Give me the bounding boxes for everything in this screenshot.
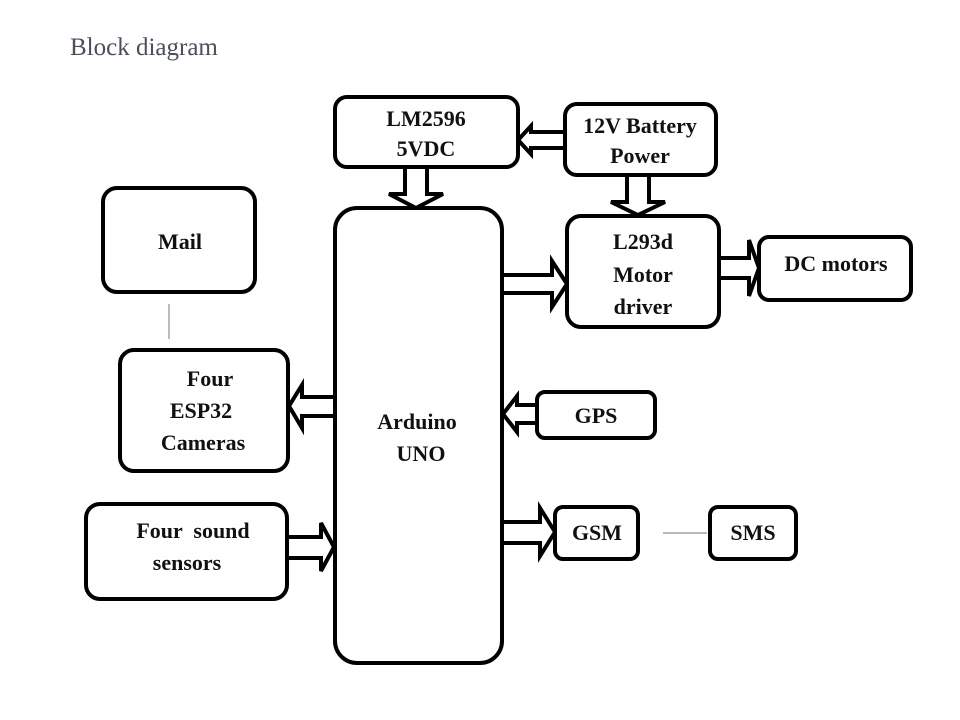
block-gps-label: GPS (575, 403, 618, 428)
block-battery-line-1: 12V Battery (583, 113, 697, 138)
block-mail: Mail (101, 186, 257, 294)
block-battery: 12V Battery Power (563, 102, 718, 177)
block-lm2596: LM2596 5VDC (333, 95, 520, 169)
arrow-arduino-to-gsm (502, 501, 558, 563)
block-gps: GPS (535, 390, 657, 440)
arrow-sound-to-arduino (288, 522, 337, 572)
block-cameras-line-3: Cameras (161, 430, 246, 455)
block-l293d-line-1: L293d (613, 229, 673, 254)
block-lm2596-line-1: LM2596 (386, 106, 465, 131)
arrow-gps-to-arduino (500, 390, 537, 438)
arrow-battery-to-l293d (610, 176, 666, 218)
block-gsm: GSM (553, 505, 640, 561)
block-cameras-line-2: ESP32 (170, 398, 232, 423)
block-arduino-line-2: UNO (397, 441, 446, 466)
block-cameras: Four ESP32 Cameras (118, 348, 290, 473)
block-arduino: Arduino UNO (333, 206, 504, 665)
block-sound-sensors: Four sound sensors (84, 502, 289, 601)
diagram-title: Block diagram (70, 34, 218, 61)
block-sound-line-1: Four sound (136, 518, 249, 543)
block-arduino-line-1: Arduino (377, 409, 456, 434)
block-lm2596-line-2: 5VDC (397, 136, 456, 161)
arrow-arduino-to-l293d (502, 254, 570, 314)
arrow-arduino-to-cameras (286, 377, 335, 436)
block-sms: SMS (708, 505, 798, 561)
block-gsm-label: GSM (572, 520, 622, 545)
block-battery-line-2: Power (610, 143, 670, 168)
block-dc-motors: DC motors (757, 235, 913, 302)
arrow-l293d-to-dc-motors (720, 239, 762, 297)
block-mail-label: Mail (158, 229, 202, 254)
block-dc-motors-label: DC motors (784, 251, 888, 276)
block-l293d: L293d Motor driver (565, 214, 721, 329)
arrow-lm2596-to-arduino (388, 167, 444, 211)
block-cameras-line-1: Four (187, 366, 234, 391)
arrow-battery-to-lm2596 (515, 120, 565, 160)
block-l293d-line-2: Motor (613, 262, 673, 287)
block-sms-label: SMS (730, 520, 775, 545)
block-sound-line-2: sensors (153, 550, 222, 575)
block-l293d-line-3: driver (614, 294, 673, 319)
